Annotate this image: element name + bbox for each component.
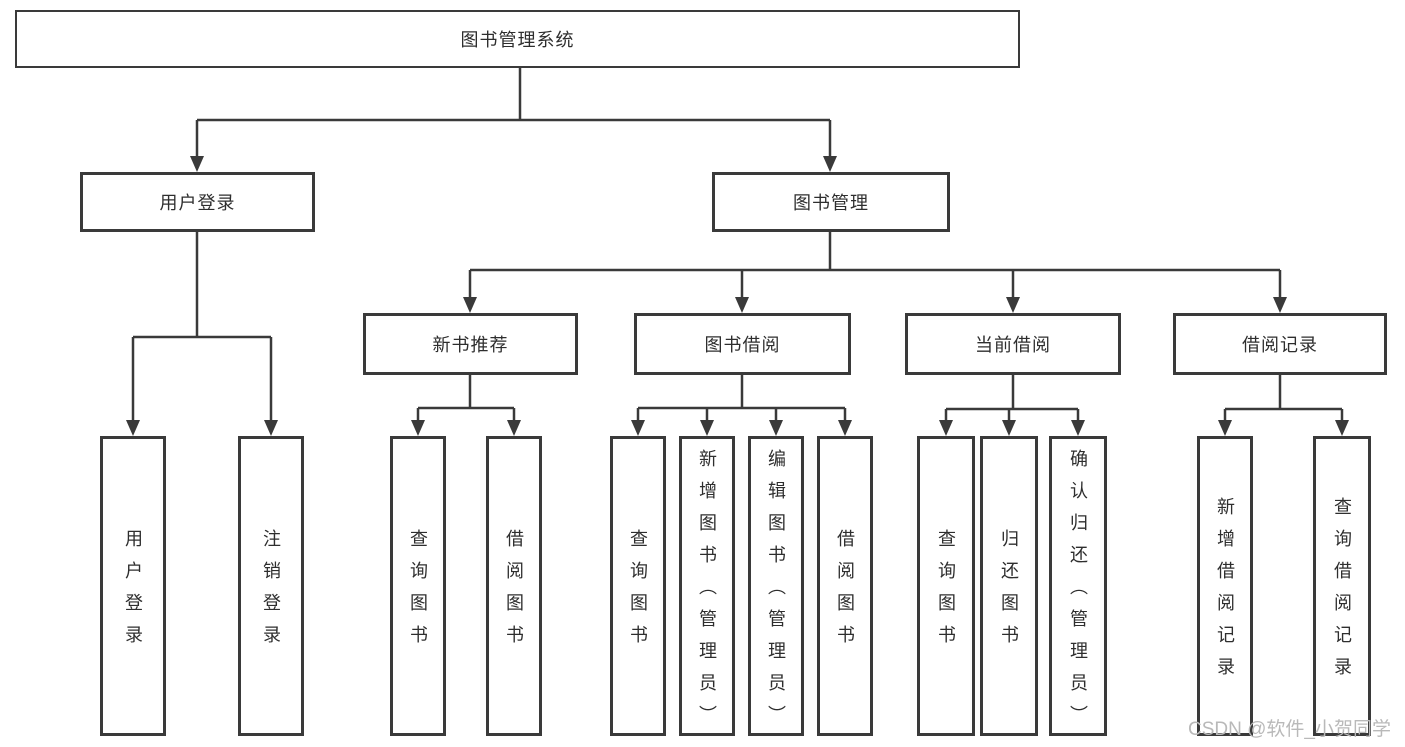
node-book-borrow-label: 图书借阅	[704, 335, 781, 355]
leaf-query-borrow-record-label: 查询借阅记录	[1332, 497, 1352, 689]
leaf-confirm-return-admin: 确认归还（管理员）	[1049, 436, 1107, 737]
node-current-borrow: 当前借阅	[905, 313, 1121, 375]
leaf-query-books-1: 查询图书	[390, 436, 446, 736]
leaf-user-login-label: 用户登录	[123, 529, 143, 657]
node-new-book-recommend-label: 新书推荐	[432, 335, 509, 355]
leaf-confirm-return-admin-label: 确认归还（管理员）	[1068, 449, 1088, 737]
leaf-query-books-3-label: 查询图书	[936, 529, 956, 657]
leaf-borrow-books-1-label: 借阅图书	[504, 529, 524, 657]
leaf-edit-books-admin: 编辑图书（管理员）	[748, 436, 804, 737]
leaf-query-books-2-label: 查询图书	[628, 529, 648, 657]
node-current-borrow-label: 当前借阅	[975, 335, 1051, 355]
leaf-borrow-books-2: 借阅图书	[817, 436, 873, 736]
connector-paths	[131, 68, 1344, 422]
node-book-management-label: 图书管理	[793, 193, 869, 213]
node-library-system-label: 图书管理系统	[460, 30, 575, 50]
leaf-borrow-books-2-label: 借阅图书	[835, 529, 855, 657]
leaf-return-books: 归还图书	[980, 436, 1038, 736]
leaf-add-books-admin: 新增图书（管理员）	[679, 436, 735, 737]
node-user-login-label: 用户登录	[159, 193, 236, 213]
node-book-management: 图书管理	[712, 172, 950, 232]
leaf-logout-label: 注销登录	[261, 529, 281, 657]
leaf-query-borrow-record: 查询借阅记录	[1313, 436, 1371, 736]
leaf-edit-books-admin-label: 编辑图书（管理员）	[766, 449, 786, 737]
leaf-add-borrow-record-label: 新增借阅记录	[1215, 497, 1235, 689]
node-borrow-records-label: 借阅记录	[1242, 335, 1318, 355]
leaf-user-login: 用户登录	[100, 436, 166, 736]
leaf-return-books-label: 归还图书	[999, 529, 1019, 657]
watermark: CSDN @软件_小贺同学	[1188, 719, 1391, 740]
node-user-login: 用户登录	[80, 172, 315, 232]
node-new-book-recommend: 新书推荐	[363, 313, 578, 375]
arrowheads	[126, 156, 1349, 436]
node-library-system: 图书管理系统	[15, 10, 1020, 68]
leaf-query-books-3: 查询图书	[917, 436, 975, 736]
leaf-add-books-admin-label: 新增图书（管理员）	[697, 449, 717, 737]
leaf-logout: 注销登录	[238, 436, 304, 736]
node-borrow-records: 借阅记录	[1173, 313, 1387, 375]
leaf-borrow-books-1: 借阅图书	[486, 436, 542, 736]
leaf-query-books-1-label: 查询图书	[408, 529, 428, 657]
leaf-query-books-2: 查询图书	[610, 436, 666, 736]
leaf-add-borrow-record: 新增借阅记录	[1197, 436, 1253, 736]
node-book-borrow: 图书借阅	[634, 313, 851, 375]
